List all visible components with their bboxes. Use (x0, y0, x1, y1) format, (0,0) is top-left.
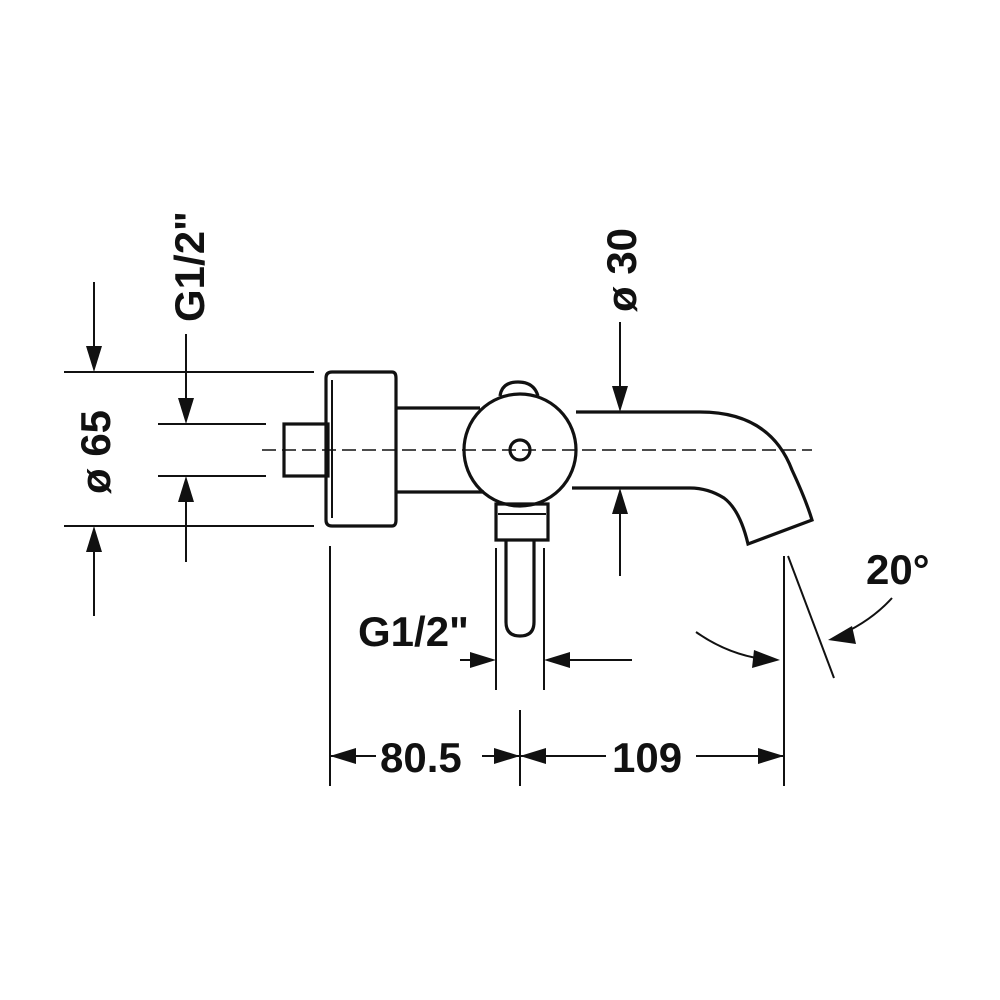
knob-lever (498, 380, 540, 397)
dimension-thread-bottom: G1/2" (358, 548, 632, 690)
mixer-knob (462, 392, 578, 508)
length-right-label: 109 (612, 734, 682, 781)
diameter-spout-label: ø 30 (598, 228, 645, 312)
spout (572, 410, 814, 547)
faucet-outline (262, 370, 814, 638)
outlet-fitting (494, 502, 550, 542)
rosette (324, 370, 398, 528)
angle-label: 20° (866, 546, 930, 593)
dimension-diameter-spout: ø 30 (598, 228, 645, 576)
outlet-pipe (504, 540, 536, 638)
thread-bottom-label: G1/2" (358, 608, 469, 655)
length-left-label: 80.5 (380, 734, 462, 781)
thread-top-label: G1/2" (166, 211, 213, 322)
dimension-diameter-body: ø 65 (64, 282, 314, 616)
dimension-angle: 20° (695, 546, 930, 786)
diameter-body-label: ø 65 (72, 410, 119, 494)
dimension-lengths: 80.5 109 (329, 546, 784, 786)
dimension-thread-top: G1/2" (158, 211, 266, 562)
